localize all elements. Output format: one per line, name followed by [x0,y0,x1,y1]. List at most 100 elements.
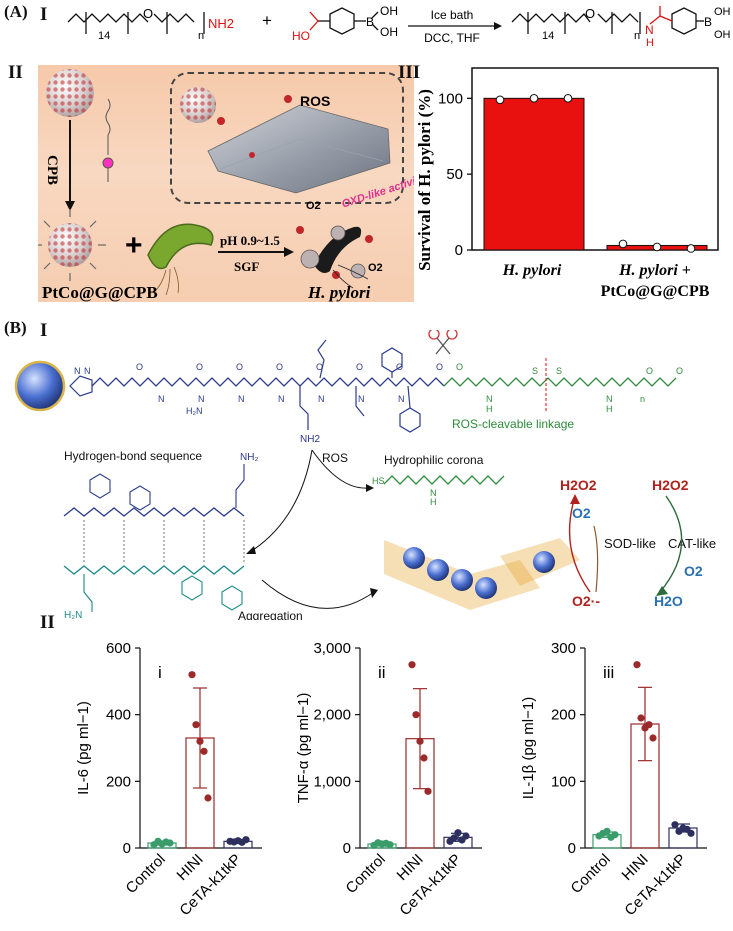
svg-text:H: H [486,404,493,414]
survival-xlabel-2a: H. pylori + [618,262,691,279]
category-label: Control [568,851,614,897]
reactant2-ho: HO [292,29,310,43]
svg-text:O: O [196,362,203,372]
o2-right: O2 [684,563,703,579]
data-point [196,737,204,745]
svg-text:H: H [606,404,613,414]
svg-text:N: N [278,394,285,404]
data-point [408,661,416,669]
data-point [188,671,196,679]
survival-xlabel-2b: PtCo@G@CPB [601,283,710,300]
survival-point [563,94,573,103]
data-point [424,787,432,795]
reactant1-chain [67,12,205,34]
svg-text:H₂N: H₂N [186,406,203,416]
reaction-plus: + [262,11,272,30]
reactant2-boron: B [366,15,374,29]
data-point [416,737,424,745]
data-point [671,821,679,829]
ph-label: pH 0.9~1.5 [220,233,280,248]
bacterium-icon [147,223,214,296]
lysine-nh2: NH2 [300,434,320,445]
survival-ytick-label: 0 [455,242,463,259]
data-point [420,754,428,762]
data-point [633,661,641,669]
cpb-label: CPB [44,155,60,185]
ros-arrow-right [311,449,369,489]
ytick-label: 200 [551,707,576,724]
svg-text:O: O [316,362,323,372]
svg-text:N: N [486,394,493,404]
product-subn: n [634,30,640,42]
chart-panel-title: iii [603,663,614,682]
data-point [192,721,200,729]
product-oxygen: O [585,6,595,21]
reactant2-oh-bottom: OH [380,25,398,39]
ytick-label: 2,000 [313,707,351,724]
hbond-label: Hydrogen-bond sequence [64,449,202,463]
corona-label: Hydrophilic corona [384,453,484,467]
ytick-label: 0 [568,840,576,857]
svg-text:N: N [318,394,325,404]
ytick-label: 300 [551,640,576,657]
chart-ylabel: TNF-α (pg ml−1) [295,693,312,804]
data-point [462,832,470,840]
reaction-condition-top: Ice bath [431,8,474,22]
svg-text:S: S [556,366,562,376]
panel-b-roman-1: I [40,320,48,341]
schematic-drawing: CPB + pH 0.9~1.5 SGF O2 O2 [38,69,414,302]
svg-text:N: N [158,394,165,404]
aggregation-label: Aggregation [238,609,303,620]
reactant2-oh-top: OH [380,4,398,18]
svg-text:O: O [456,362,463,372]
svg-text:O: O [356,362,363,372]
sod-label: SOD-like [604,536,656,551]
svg-text:N: N [606,394,613,404]
survival-point [529,94,539,103]
aggregation-arrow [261,579,375,609]
ytick-label: 600 [106,640,131,657]
schematic-plus: + [125,229,143,262]
fibre-aggregate [384,538,580,610]
category-label: Control [343,851,389,897]
svg-text:H₂N: H₂N [64,610,82,620]
svg-text:N: N [358,394,365,404]
o2-radical: O2·- [572,593,600,609]
reaction-scheme: O 14 n NH2 + HO B OH OH Ice bath DCC, TH… [67,4,731,49]
reactant1-subn: n [198,30,204,42]
panel-a-row1-roman: I [40,4,48,25]
product-label: PtCo@G@CPB [42,283,158,302]
ytick-label: 0 [123,840,131,857]
data-point [450,834,458,842]
data-point [204,794,212,802]
svg-text:H: H [430,497,437,507]
product-chain [511,7,704,35]
survival-point [686,244,696,253]
product-sub14: 14 [542,30,554,42]
corona-fragment [383,475,505,485]
cat-label: CAT-like [668,536,716,551]
reactant1-sub14: 14 [98,30,110,42]
ros-label: ROS [322,451,348,465]
h2o2-left: H2O2 [560,477,597,493]
ytick-label: 200 [106,773,131,790]
product-oh-bottom: OH [714,29,731,41]
data-point [649,734,657,742]
panel-b-label: (B) [4,318,27,337]
o2-label-a: O2 [306,200,321,212]
svg-text:N: N [198,394,205,404]
product-oh-top: OH [714,6,731,18]
h2o-label: H2O [654,593,683,609]
sgf-label: SGF [234,259,259,274]
svg-text:N: N [84,366,91,376]
ytick-label: 3,000 [313,640,351,657]
chart-panel-title: ii [378,663,386,682]
svg-text:O: O [676,366,683,376]
reaction-condition-bottom: DCC, THF [424,31,480,45]
survival-ylabel: Survival of H. pylori (%) [415,89,434,271]
svg-text:n: n [640,394,645,404]
